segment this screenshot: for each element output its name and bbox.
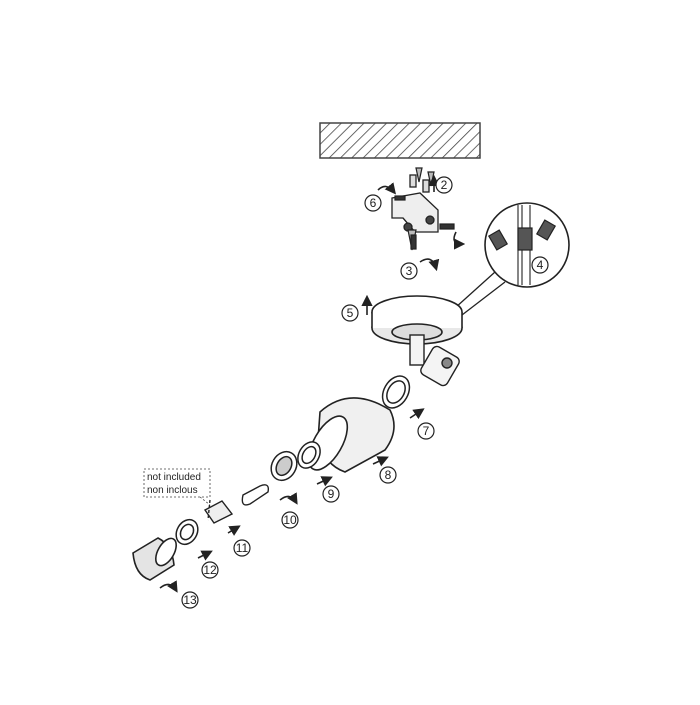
svg-text:12: 12 [203,563,217,577]
glass-ring-10 [270,450,298,482]
svg-text:3: 3 [406,264,413,278]
step-2: 2 [435,176,453,194]
step-9: 9 [316,476,340,503]
svg-text:11: 11 [236,541,249,555]
svg-text:8: 8 [385,468,392,482]
step-7: 7 [409,408,435,440]
step-10: 10 [279,492,299,529]
lamp-shade [307,397,395,473]
bulb [203,484,270,524]
screws [394,195,455,250]
svg-text:6: 6 [370,196,377,210]
svg-text:non inclous: non inclous [147,485,198,496]
svg-text:not included: not included [147,472,201,483]
step-11: 11 [227,525,251,557]
svg-text:10: 10 [283,513,297,527]
svg-text:4: 4 [537,258,544,272]
ring-7 [381,375,411,409]
ceiling-canopy [371,295,463,345]
rotate-arrow-icons [377,174,466,272]
svg-text:13: 13 [183,593,197,607]
step-12: 12 [197,550,219,579]
svg-text:7: 7 [423,424,430,438]
step-6: 6 [364,194,382,212]
mounting-bracket [391,174,439,233]
wiring-detail-callout: 4 [454,202,570,316]
step-3: 3 [400,262,418,280]
lamp-holder-stem [409,334,460,387]
step-5: 5 [341,294,373,322]
ceiling [319,122,481,159]
step-4: 4 [531,256,549,274]
svg-text:5: 5 [347,306,354,320]
step-13: 13 [159,580,199,609]
ring-12 [175,518,199,546]
svg-text:9: 9 [328,487,335,501]
svg-text:2: 2 [441,178,448,192]
outer-sleeve [132,537,178,581]
step-8: 8 [372,456,397,484]
not-included-note: not included non inclous [143,468,211,506]
ring-9 [297,441,321,469]
